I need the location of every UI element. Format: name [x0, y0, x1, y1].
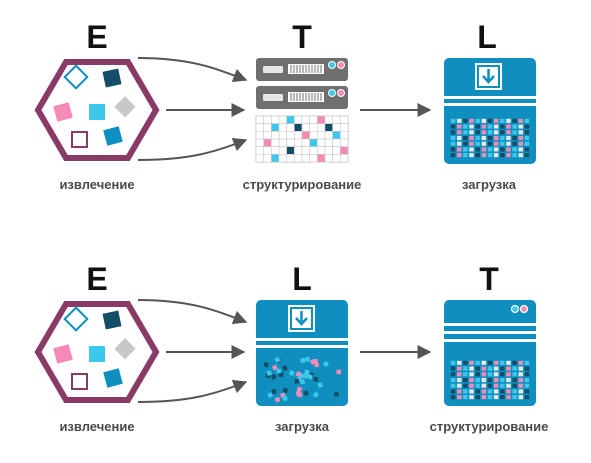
row1-caption-1: извлечение	[59, 177, 134, 192]
row1-letter-2: T	[292, 19, 312, 55]
arrow-e-to-l-top	[137, 299, 248, 324]
row2-caption-1: извлечение	[59, 419, 134, 434]
table-card-icon	[444, 300, 536, 406]
row1-letter-1: E	[86, 19, 107, 55]
elt-row: E L T	[34, 261, 549, 434]
arrow-e-to-t-bottom	[137, 138, 248, 161]
row1-caption-2: структурирование	[243, 177, 362, 192]
row2-letter-1: E	[86, 261, 107, 297]
lake-card-icon	[256, 300, 348, 406]
server-rack-icon	[256, 58, 348, 109]
hexagon-source-icon	[34, 59, 160, 161]
row2-caption-3: структурирование	[430, 419, 549, 434]
row2-letter-2: L	[292, 261, 312, 297]
row2-letter-3: T	[479, 261, 499, 297]
hexagon-source-icon	[34, 301, 160, 403]
row1-caption-3: загрузка	[462, 177, 517, 192]
row1-letter-3: L	[477, 19, 497, 55]
arrow-e-to-l-bottom	[137, 380, 248, 403]
etl-row: E T L	[34, 19, 536, 192]
arrow-e-to-t-top	[137, 57, 248, 82]
download-card-icon	[444, 58, 536, 164]
row2-caption-2: загрузка	[275, 419, 330, 434]
grid-table-icon	[255, 115, 349, 163]
